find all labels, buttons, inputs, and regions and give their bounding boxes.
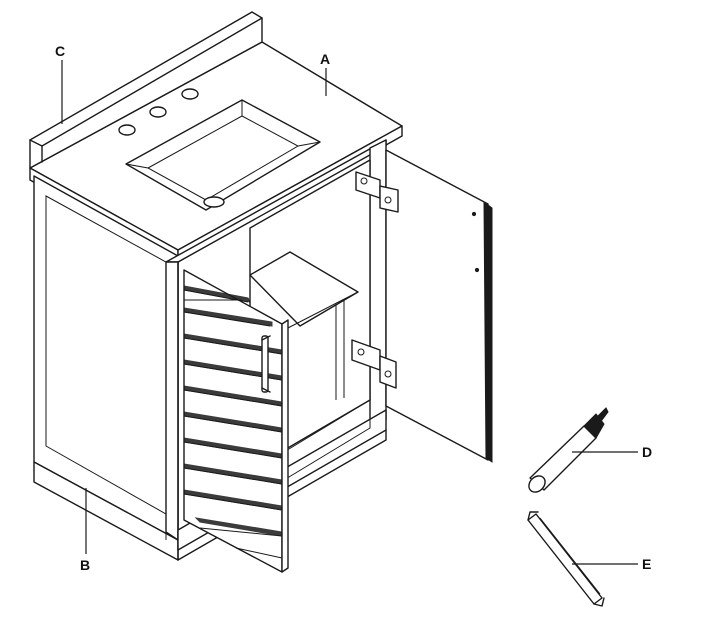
- right-door: [385, 149, 493, 463]
- sink-basin: [125, 99, 321, 211]
- callout-c: C: [55, 43, 65, 124]
- label-a: A: [320, 51, 330, 67]
- label-c: C: [55, 43, 65, 59]
- faucet-holes: [118, 88, 199, 136]
- label-d: D: [642, 444, 652, 460]
- hinge-lower: [351, 339, 397, 389]
- marker-pen: [528, 407, 609, 493]
- touch-up-strip: [527, 511, 605, 607]
- callout-b: B: [80, 488, 90, 573]
- callout-a: A: [320, 51, 330, 96]
- callout-e: E: [572, 556, 651, 572]
- callout-d: D: [572, 444, 652, 460]
- left-door: [183, 269, 289, 573]
- backsplash: [29, 11, 263, 169]
- cabinet-body: [33, 139, 387, 561]
- hinge-upper: [355, 171, 399, 213]
- label-e: E: [642, 556, 651, 572]
- label-b: B: [80, 557, 90, 573]
